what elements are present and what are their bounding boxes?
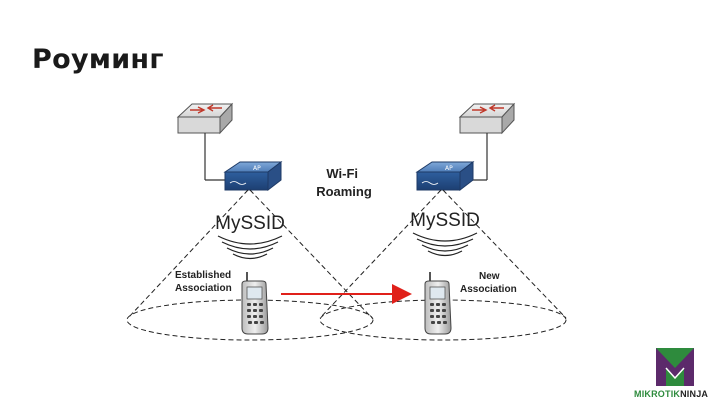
- left-coverage-edge: [127, 189, 249, 319]
- right-ssid-label: MySSID: [410, 210, 480, 231]
- left-signal-waves-icon: [217, 235, 283, 260]
- roaming-label-line1: Wi-Fi: [326, 166, 358, 181]
- right-coverage-edge: [319, 189, 442, 319]
- left-ap-label: AP: [253, 165, 261, 172]
- left-cell: AP MySSID Established Association: [126, 102, 374, 341]
- left-ssid-label: MySSID: [215, 213, 285, 234]
- left-association-line1: Established: [175, 270, 231, 281]
- left-phone-icon: [241, 272, 269, 335]
- logo-text-part2: NINJA: [680, 389, 709, 399]
- mikrotik-ninja-logo-icon: [656, 348, 694, 386]
- right-coverage-edge: [442, 189, 567, 319]
- mikrotik-ninja-logo: MIKROTIKNINJA: [634, 348, 714, 404]
- left-coverage-area: [126, 299, 374, 341]
- left-coverage-edge: [249, 189, 373, 319]
- right-association-line1: New: [479, 271, 500, 282]
- left-association-line2: Association: [175, 283, 232, 294]
- right-switch-icon: [458, 102, 516, 135]
- right-association-line2: Association: [460, 284, 517, 295]
- right-cell: AP MySSID New Association: [319, 102, 567, 341]
- right-ap-label: AP: [445, 165, 453, 172]
- right-signal-waves-icon: [412, 232, 478, 257]
- left-switch-icon: [176, 102, 234, 135]
- svg-text:Wi-Fi Roaming: Wi-Fi Roaming: [316, 166, 372, 199]
- logo-text-part1: MIKROTIK: [634, 389, 681, 399]
- right-coverage-area: [319, 299, 567, 341]
- right-access-point-icon: AP: [415, 160, 475, 192]
- logo-text: MIKROTIKNINJA: [634, 389, 714, 399]
- svg-text:New Association: New Association: [460, 271, 517, 295]
- left-access-point-icon: AP: [223, 160, 283, 192]
- slide-title: Роуминг: [32, 44, 164, 75]
- roaming-label-line2: Roaming: [316, 184, 372, 199]
- svg-text:Established Association: Established Association: [175, 270, 234, 294]
- right-phone-icon: [424, 272, 452, 335]
